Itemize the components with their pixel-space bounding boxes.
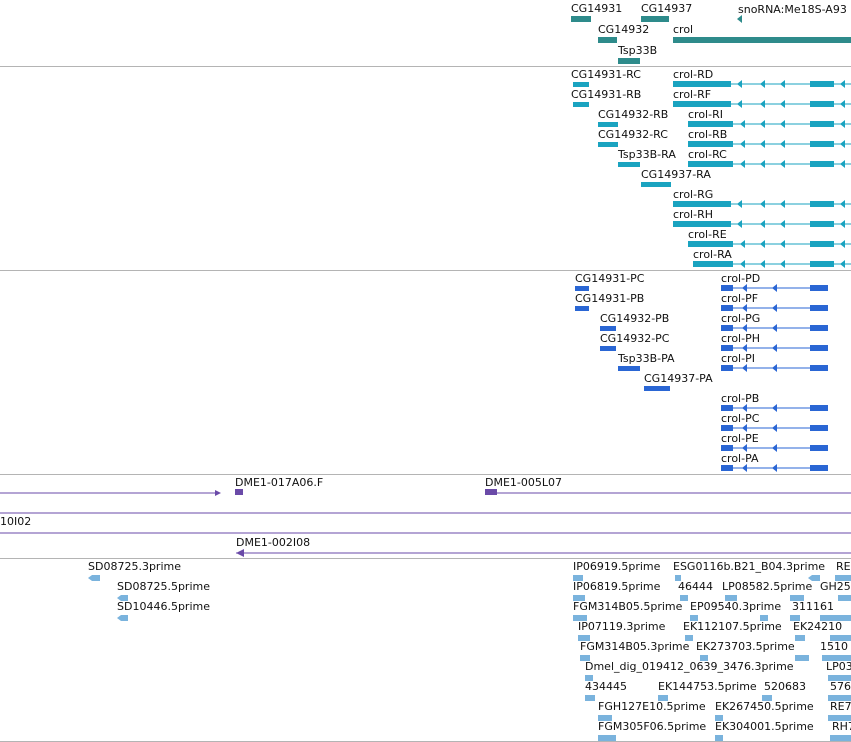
est-label: IP07119.3prime — [578, 620, 666, 633]
gene-glyph-cg14937[interactable] — [641, 16, 669, 22]
est-label: GH25 — [820, 580, 851, 593]
transcript-label: CG14932-RC — [598, 128, 668, 141]
protein-label: crol-PD — [721, 272, 761, 285]
transcript-label: Tsp33B-RA — [618, 148, 676, 161]
est-label: FGM314B05.3prime — [580, 640, 690, 653]
est-label: EP09540.3prime — [690, 600, 782, 613]
clone-label: DME1-002I08 — [236, 536, 311, 549]
transcript-label: crol-RC — [688, 148, 727, 161]
ests-track: SD08725.3prime SD08725.5prime SD10446.5p… — [0, 559, 851, 741]
track-separator — [0, 558, 851, 559]
protein-label: CG14932-PB — [600, 312, 670, 325]
est-label: LP03 — [826, 660, 851, 673]
protein-label: crol-PA — [721, 452, 759, 465]
est-label: SD10446.5prime — [117, 600, 210, 613]
clone-glyphs[interactable] — [0, 475, 851, 558]
transcript-label: crol-RD — [673, 68, 714, 81]
protein-label: crol-PI — [721, 352, 755, 365]
protein-label: crol-PC — [721, 412, 760, 425]
gene-label: snoRNA:Me18S-A93 — [738, 3, 847, 16]
est-label: EK273703.5prime — [696, 640, 795, 653]
est-label: 576 — [830, 680, 851, 693]
est-label: RE — [836, 560, 851, 573]
est-label: 46444 — [678, 580, 713, 593]
est-label: IP06819.5prime — [573, 580, 661, 593]
gene-label: CG14931 — [571, 2, 623, 15]
protein-label: CG14937-PA — [644, 372, 713, 385]
transcript-label: crol-RI — [688, 108, 723, 121]
protein-label: CG14931-PB — [575, 292, 645, 305]
est-label: EK144753.5prime — [658, 680, 757, 693]
est-label: EK112107.5prime — [683, 620, 782, 633]
gene-label: CG14932 — [598, 23, 650, 36]
est-label: SD08725.5prime — [117, 580, 210, 593]
transcript-label: crol-RE — [688, 228, 727, 241]
protein-label: crol-PE — [721, 432, 759, 445]
est-label: RH7 — [832, 720, 851, 733]
est-label: 520683 — [764, 680, 806, 693]
transcripts-track: CG14931-RC crol-RD CG14931-RB crol-RF CG… — [0, 67, 851, 270]
est-label: Dmel_dig_019412_0639_3476.3prime — [585, 660, 794, 673]
transcript-label: CG14931-RC — [571, 68, 641, 81]
protein-label: crol-PH — [721, 332, 760, 345]
est-label: IP06919.5prime — [573, 560, 661, 573]
transcript-label: CG14932-RB — [598, 108, 669, 121]
transcript-label: crol-RF — [673, 88, 712, 101]
est-label: ESG0116b.B21_B04.3prime — [673, 560, 826, 573]
transcript-label: CG14937-RA — [641, 168, 711, 181]
est-label: SD08725.3prime — [88, 560, 181, 573]
track-separator — [0, 474, 851, 475]
gene-label: Tsp33B — [618, 44, 658, 57]
clone-label: DME1-017A06.F — [235, 476, 324, 489]
est-label: 1510 — [820, 640, 848, 653]
gene-label: crol — [673, 23, 694, 36]
transcript-label: crol-RA — [693, 248, 732, 261]
protein-label: crol-PB — [721, 392, 760, 405]
protein-label: crol-PF — [721, 292, 759, 305]
transcript-glyphs[interactable] — [0, 67, 851, 270]
est-label: EK24210 — [793, 620, 843, 633]
transcript-label: crol-RB — [688, 128, 728, 141]
est-label: FGM314B05.5prime — [573, 600, 683, 613]
transcript-label: crol-RG — [673, 188, 714, 201]
protein-label: Tsp33B-PA — [618, 352, 675, 365]
clones-track: DME1-017A06.F DME1-005L07 10I02 DME1-002… — [0, 475, 851, 558]
est-label: RE7 — [830, 700, 851, 713]
protein-glyphs[interactable] — [0, 271, 851, 474]
protein-label: CG14931-PC — [575, 272, 645, 285]
est-label: LP08582.5prime — [722, 580, 813, 593]
gene-glyph-cg14931[interactable] — [571, 16, 591, 22]
est-label: EK304001.5prime — [715, 720, 814, 733]
transcript-label: CG14931-RB — [571, 88, 642, 101]
gene-label: CG14937 — [641, 2, 693, 15]
est-label: FGH127E10.5prime — [598, 700, 706, 713]
protein-label: CG14932-PC — [600, 332, 670, 345]
track-separator — [0, 270, 851, 271]
est-label: 311161 — [792, 600, 834, 613]
proteins-track: CG14931-PC crol-PD CG14931-PB crol-PF CG… — [0, 271, 851, 474]
genes-track: CG14931 CG14937 snoRNA:Me18S-A93 CG14932… — [0, 0, 851, 66]
clone-label: 10I02 — [0, 515, 32, 528]
track-separator — [0, 66, 851, 67]
clone-label: DME1-005L07 — [485, 476, 562, 489]
est-label: FGM305F06.5prime — [598, 720, 707, 733]
gene-glyph-tsp33b[interactable] — [618, 58, 640, 64]
snorna-arrow[interactable] — [0, 0, 851, 66]
est-label: 434445 — [585, 680, 627, 693]
est-glyphs[interactable] — [0, 559, 851, 741]
transcript-label: crol-RH — [673, 208, 713, 221]
protein-label: crol-PG — [721, 312, 761, 325]
gene-glyph-cg14932[interactable] — [598, 37, 617, 43]
gene-glyph-crol[interactable] — [673, 37, 851, 43]
est-label: EK267450.5prime — [715, 700, 814, 713]
